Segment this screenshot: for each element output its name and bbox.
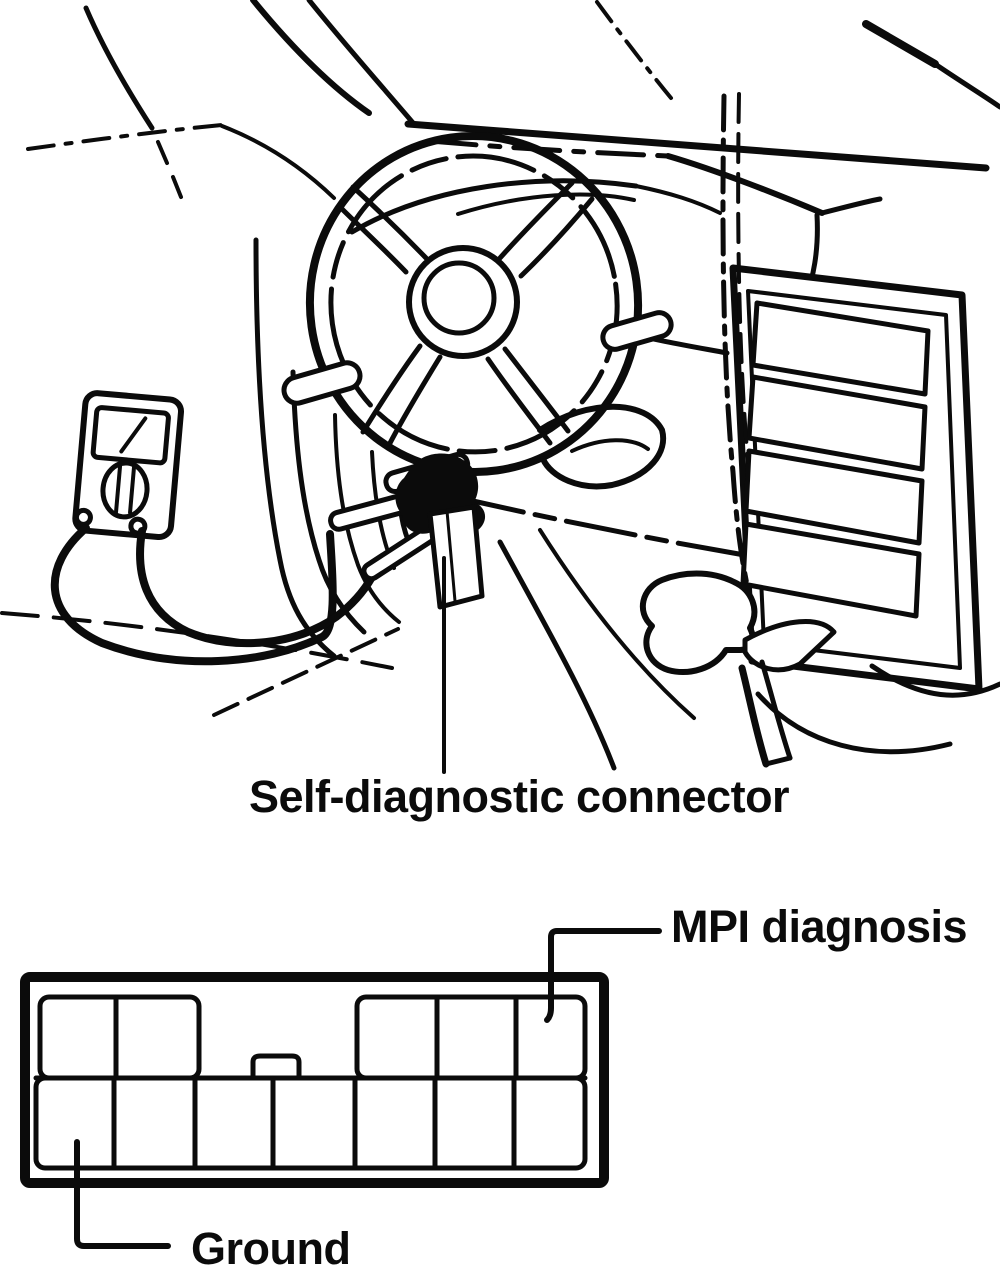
ground-label: Ground <box>191 1223 351 1274</box>
dashboard-illustration <box>0 0 1000 774</box>
meter-dial-knob <box>100 460 150 520</box>
wheel-hub-inner <box>421 260 497 336</box>
steering-wheel <box>281 132 674 553</box>
column-stalk-right <box>600 310 674 352</box>
connector-pinout-diagram <box>20 928 662 1249</box>
analog-test-meter <box>72 390 185 541</box>
meter-needle <box>119 416 148 454</box>
dash-panel-contours <box>0 237 815 771</box>
self-diagnostic-connector <box>383 451 486 774</box>
meter-display <box>90 405 171 466</box>
mpi-diagnosis-label: MPI diagnosis <box>671 901 968 952</box>
wheel-rim-outer <box>305 132 643 476</box>
wheel-hub-outer <box>406 245 520 359</box>
ground-leader-line <box>74 1139 171 1249</box>
pinout-bottom-cells <box>33 1075 588 1171</box>
wheel-rim-inner <box>328 153 620 455</box>
vent-slat <box>746 374 928 472</box>
cabin-outline-lines <box>26 0 1000 304</box>
self-diagnostic-connector-label: Self-diagnostic connector <box>249 771 790 822</box>
mpi-diagnosis-leader-line <box>544 928 662 1023</box>
wheel-spokes <box>336 180 595 448</box>
gear-shift-lever <box>640 570 837 768</box>
column-stalk-left <box>281 360 363 406</box>
vent-slat <box>750 300 931 397</box>
center-console-vents <box>617 92 1000 755</box>
vent-slat <box>743 448 925 546</box>
meter-terminal <box>73 507 93 527</box>
connector-bracket <box>427 504 485 610</box>
pinout-keying-notch <box>250 1053 302 1081</box>
